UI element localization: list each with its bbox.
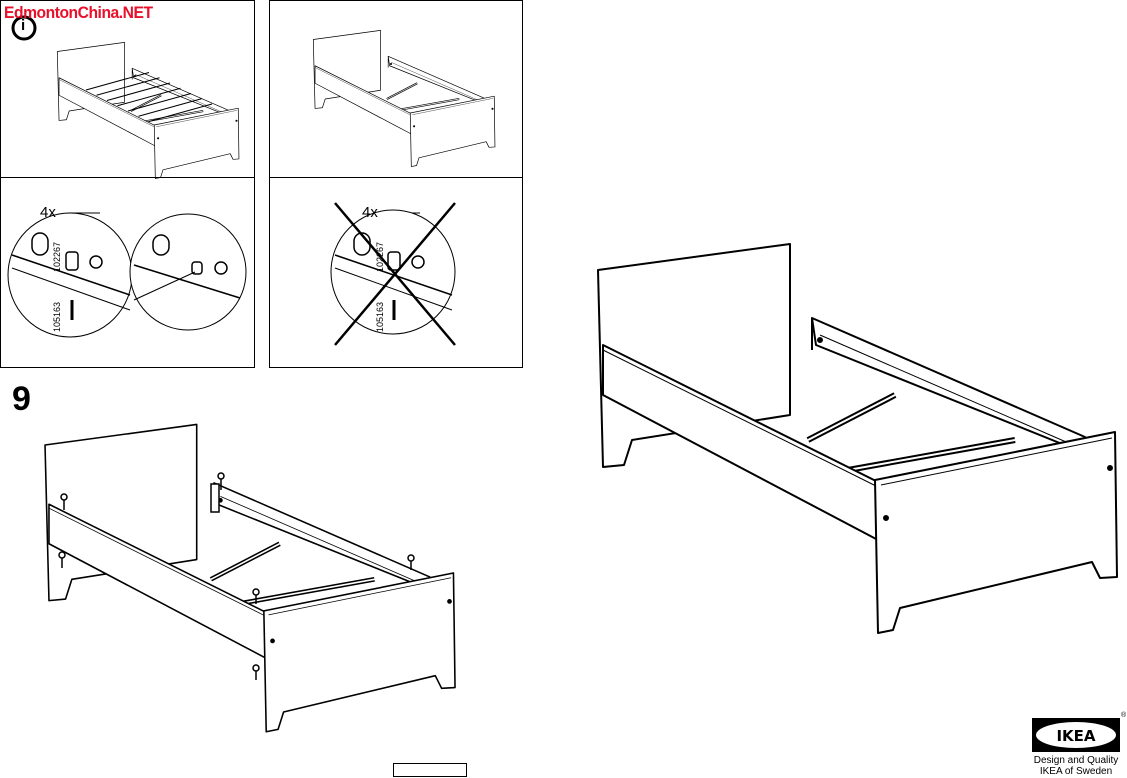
info-marker: i (21, 17, 26, 34)
part-number: 105163 (52, 301, 62, 332)
bed-illustration-step9 (45, 424, 455, 731)
svg-text:IKEA: IKEA (1056, 727, 1095, 745)
bed-illustration-main (598, 244, 1117, 633)
brand-tagline-1: Design and Quality (1033, 755, 1119, 766)
quantity-label: 4x (40, 204, 56, 221)
part-number: 102267 (52, 241, 62, 272)
detail-circle-right-crossed (330, 202, 456, 346)
detail-circles-left (7, 212, 247, 338)
quantity-label: 4x (362, 204, 378, 221)
panel-slatted-bed (0, 0, 255, 178)
part-number: 105163 (375, 301, 385, 332)
registered-mark: ® (1121, 712, 1127, 719)
bed-illustration-slatted (56, 41, 241, 180)
page-number-box (393, 763, 467, 777)
panel-detail-left (0, 177, 255, 368)
panel-frame-bed (269, 0, 523, 178)
panel-detail-right (269, 177, 523, 368)
part-number: 102267 (375, 241, 385, 272)
step-number: 9 (12, 380, 31, 418)
screws-step9 (58, 472, 415, 680)
brand-tagline-2: IKEA of Sweden (1039, 766, 1113, 777)
info-circle-icon (11, 15, 37, 41)
ikea-logo: IKEA (1032, 718, 1120, 752)
watermark: EdmontonChina.NET (4, 3, 153, 22)
